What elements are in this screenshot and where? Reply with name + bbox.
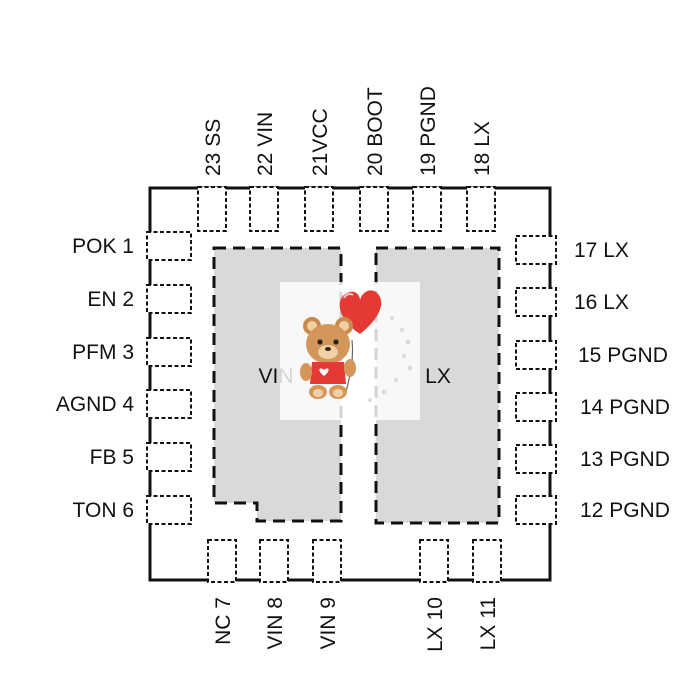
pin-label-top: 19 PGND	[417, 86, 440, 176]
pin-label-left: POK 1	[72, 235, 134, 258]
pin-label-bottom: NC 7	[212, 597, 235, 645]
pin-label-right: 16 LX	[574, 291, 629, 314]
pin-pad-bottom	[207, 539, 237, 583]
pin-pad-bottom	[312, 539, 342, 583]
pin-pad-top	[412, 186, 442, 232]
pin-pad-right	[515, 340, 557, 370]
pin-label-bottom: VIN 8	[264, 597, 287, 650]
pin-pad-left	[146, 495, 192, 525]
pin-label-left: AGND 4	[56, 393, 135, 416]
pin-pad-left	[146, 442, 192, 472]
bottom-pins: NC 7 VIN 8 VIN 9 LX 10 LX 11	[207, 539, 502, 652]
pin-pad-left	[146, 389, 192, 419]
pin-label-left: TON 6	[73, 499, 134, 522]
teddy-bear-heart-balloon-icon	[280, 282, 420, 420]
pin-label-right: 17 LX	[574, 239, 629, 262]
pin-pad-top	[249, 186, 279, 232]
pin-label-top: 23 SS	[202, 119, 225, 176]
pin-label-top: 21VCC	[309, 108, 332, 176]
pin-pad-right	[515, 495, 557, 525]
top-pins: 23 SS 22 VIN 21VCC 20 BOOT 19 PGND 18 LX	[197, 86, 496, 232]
pin-pad-left	[146, 337, 192, 367]
right-pins: 17 LX 16 LX 15 PGND 14 PGND 13 PGND 12 P…	[515, 235, 670, 525]
pin-pad-right	[515, 392, 557, 422]
pin-label-left: PFM 3	[72, 341, 134, 364]
pin-pad-right	[515, 444, 557, 474]
pin-label-top: 18 LX	[471, 121, 494, 176]
pin-pad-top	[359, 186, 389, 232]
pin-pad-left	[146, 284, 192, 314]
pin-label-top: 20 BOOT	[364, 87, 387, 176]
pin-pad-right	[515, 235, 557, 265]
pin-pad-top	[197, 186, 227, 232]
pin-label-right: 15 PGND	[578, 344, 668, 367]
pin-label-right: 14 PGND	[580, 396, 670, 419]
pin-pad-bottom	[472, 539, 502, 583]
pin-label-right: 12 PGND	[580, 499, 670, 522]
pin-label-bottom: LX 10	[424, 597, 447, 652]
pin-label-left: FB 5	[90, 446, 134, 469]
pin-pad-left	[146, 231, 192, 261]
pin-label-bottom: VIN 9	[317, 597, 340, 650]
left-pins: POK 1 EN 2 PFM 3 AGND 4 FB 5 TON 6	[56, 231, 192, 525]
pin-label-left: EN 2	[87, 288, 134, 311]
pin-pad-top	[466, 186, 496, 232]
pin-label-right: 13 PGND	[580, 448, 670, 471]
pin-pad-bottom	[259, 539, 289, 583]
pin-pad-right	[515, 287, 557, 317]
package-outline	[148, 186, 552, 582]
pin-label-bottom: LX 11	[477, 597, 500, 650]
pin-label-top: 22 VIN	[254, 112, 277, 176]
pin-pad-top	[304, 186, 334, 232]
exposed-pad-label-lx: LX	[425, 365, 451, 388]
pin-pad-bottom	[419, 539, 449, 583]
